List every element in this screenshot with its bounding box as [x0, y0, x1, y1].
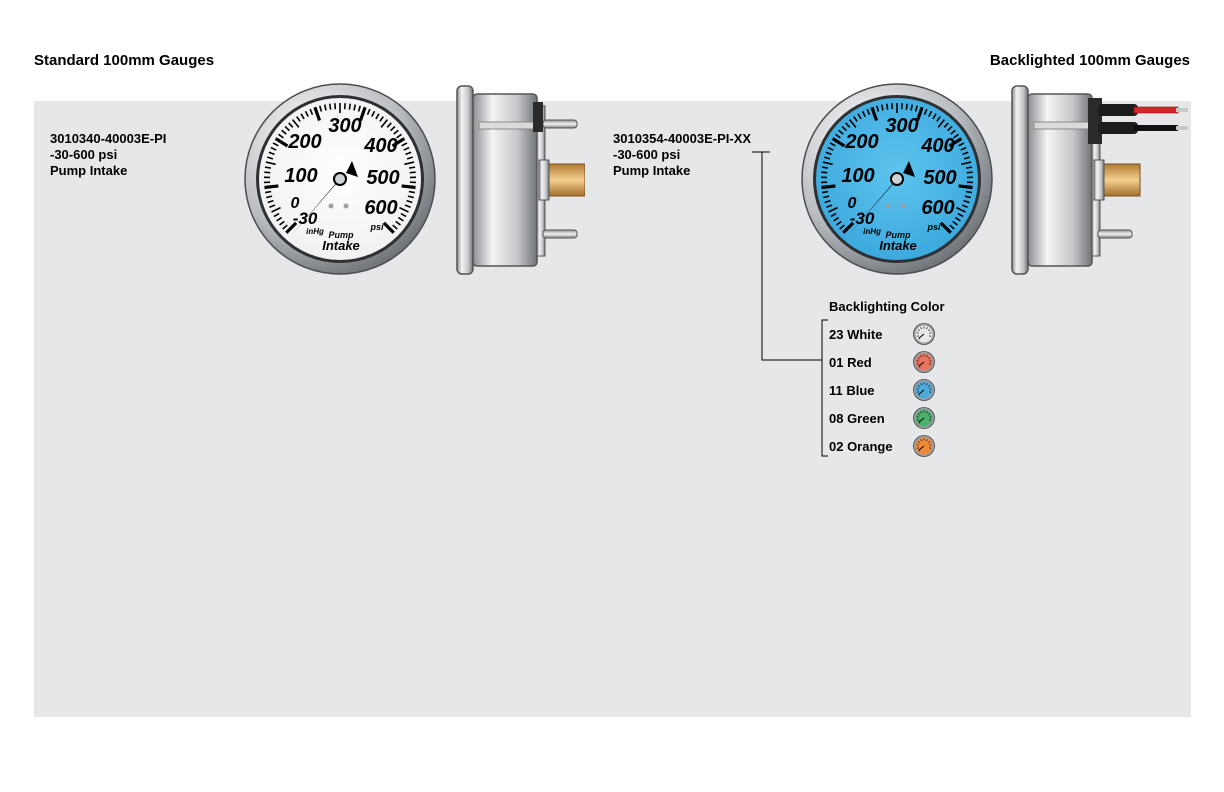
backlighted-range: -30-600 psi: [613, 147, 681, 162]
backlight-leader-line: [752, 151, 828, 457]
standard-gauges-heading: Standard 100mm Gauges: [34, 52, 215, 69]
blue-gauge-swatch-icon: [913, 379, 935, 401]
gauge-scale-label: 200: [287, 131, 321, 153]
gauge-vacuum-unit: inHg: [306, 227, 324, 236]
red-gauge-swatch-icon: [913, 351, 935, 373]
gauge-scale-label: 600: [364, 197, 397, 219]
content-panel: [34, 101, 1191, 717]
standard-description: Pump Intake: [50, 163, 128, 178]
backlighted-part-number: 3010354-40003E-PI-XX: [613, 131, 752, 146]
backlight-option-green: 08 Green: [829, 411, 885, 426]
gauge-scale-label: 0: [848, 195, 857, 212]
backlight-option-white: 23 White: [829, 327, 883, 342]
gauge-unit-label: psi: [926, 222, 941, 232]
gauge-vacuum-label: -30: [850, 209, 875, 228]
gauge-scale-label: 600: [921, 197, 954, 219]
gauge-vacuum-unit: inHg: [863, 227, 881, 236]
standard-gauge-spec: 3010340-40003E-PI -30-600 psi Pump Intak…: [50, 131, 166, 179]
backlighted-gauge-side-image: [1011, 85, 1188, 275]
white-gauge-swatch-icon: [913, 323, 935, 345]
gauge-scale-label: 500: [923, 167, 956, 189]
backlight-option-blue: 11 Blue: [829, 383, 875, 398]
gauge-scale-label: 100: [841, 165, 874, 187]
standard-gauge-side-image: [456, 85, 585, 275]
green-gauge-swatch-icon: [913, 407, 935, 429]
gauge-name-line2: Intake: [322, 238, 360, 253]
gauge-scale-label: 400: [363, 135, 397, 157]
backlighted-description: Pump Intake: [613, 163, 691, 178]
gauge-scale-label: 500: [366, 167, 399, 189]
backlight-option-orange: 02 Orange: [829, 439, 893, 454]
gauge-scale-label: 300: [328, 115, 361, 137]
gauge-name-line2: Intake: [879, 238, 917, 253]
gauge-scale-label: 100: [284, 165, 317, 187]
gauge-name-line1: Pump: [885, 230, 911, 240]
orange-gauge-swatch-icon: [913, 435, 935, 457]
backlighted-gauge-spec: 3010354-40003E-PI-XX -30-600 psi Pump In…: [613, 131, 751, 179]
gauge-scale-label: 300: [885, 115, 918, 137]
gauge-vacuum-label: -30: [293, 209, 318, 228]
backlighted-gauges-heading: Backlighted 100mm Gauges: [989, 52, 1190, 69]
standard-range: -30-600 psi: [50, 147, 118, 162]
backlighting-color-title: Backlighting Color: [829, 299, 945, 314]
standard-part-number: 3010340-40003E-PI: [50, 131, 167, 146]
gauge-needle: [290, 161, 358, 237]
backlight-option-red: 01 Red: [829, 355, 872, 370]
gauge-scale-label: 400: [920, 135, 954, 157]
gauge-needle: [847, 161, 915, 237]
gauge-scale-label: 200: [844, 131, 878, 153]
gauge-unit-label: psi: [369, 222, 384, 232]
gauge-scale-label: 0: [291, 195, 300, 212]
gauge-name-line1: Pump: [328, 230, 354, 240]
